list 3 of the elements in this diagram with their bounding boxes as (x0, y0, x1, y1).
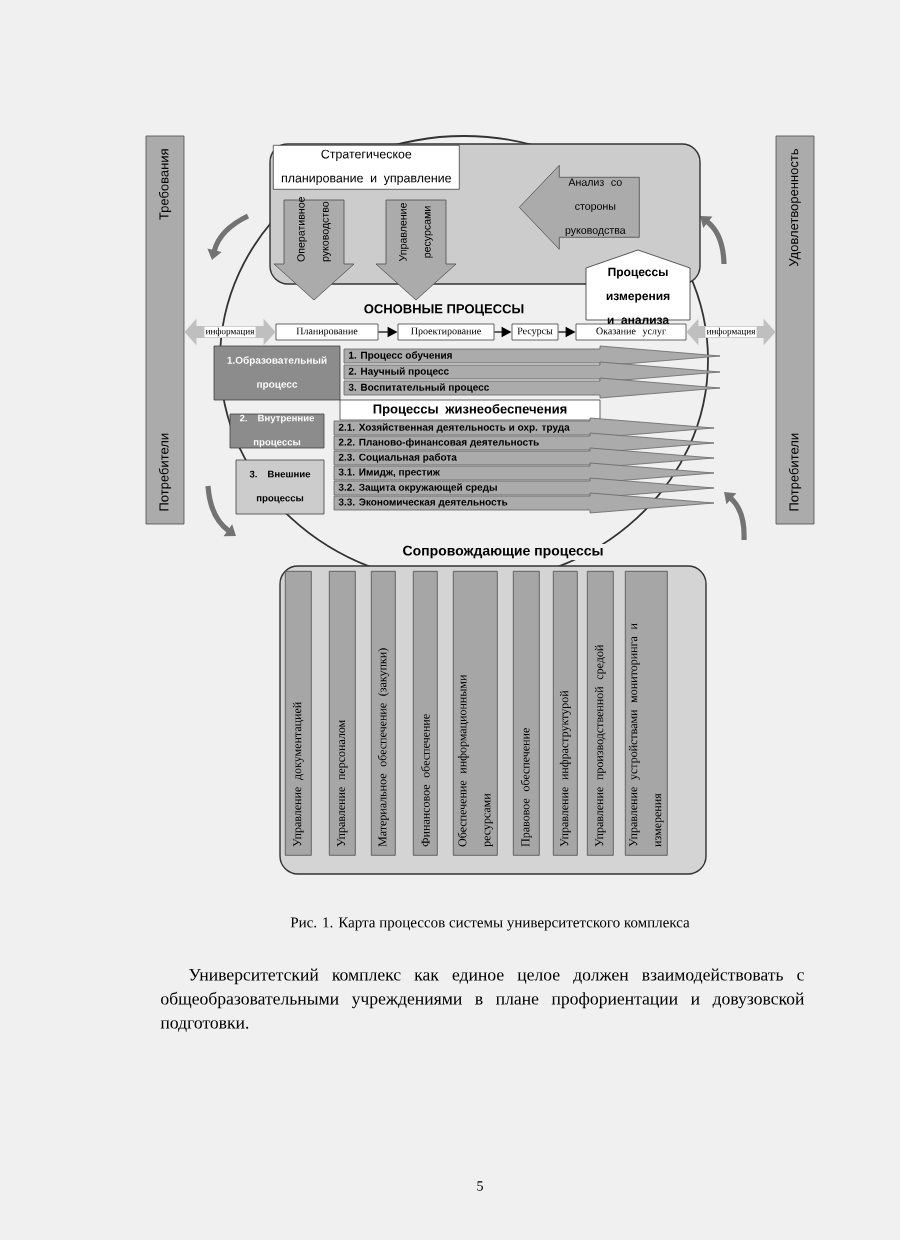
double-arrow (686, 318, 776, 346)
double-arrow (184, 318, 276, 346)
body-paragraph: Университетский комплекс как единое целое должен взаимодействовать с общеобразовательными учреждениями в плане профориентации и довузовской подготовки. (160, 968, 804, 1032)
